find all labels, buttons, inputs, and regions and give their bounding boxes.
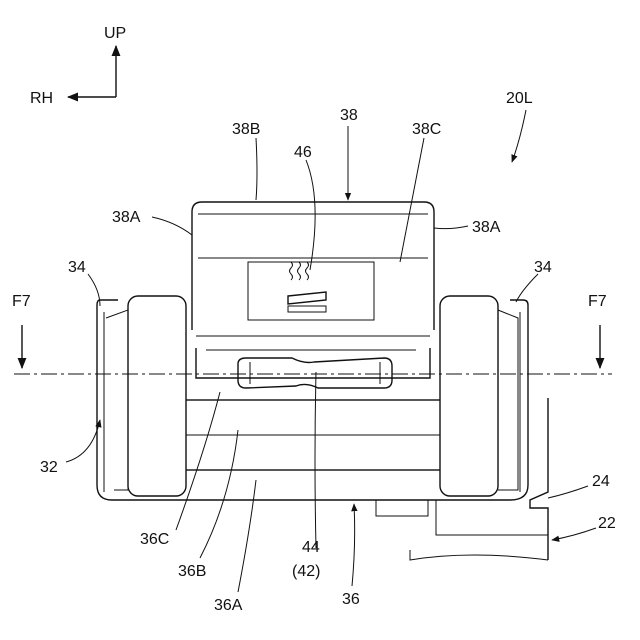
label-44: 44 [302,539,320,556]
up-label: UP [104,25,126,42]
floor-line [410,550,548,560]
section-mark-left: F7 [12,293,31,310]
right-wheel-side [498,310,518,490]
lower-block [376,500,428,516]
rh-label: RH [30,90,53,107]
left-wheel-group [106,296,186,496]
label-36: 36 [342,591,360,608]
lower-bracket [436,500,548,535]
label-38C: 38C [412,121,441,138]
section-mark-right: F7 [588,293,607,310]
left-wheel-side [106,310,128,490]
label-34-left: 34 [68,259,86,276]
label-32: 32 [40,459,58,476]
label-38A-right: 38A [472,219,501,236]
assembly-ref-arrow [512,110,526,162]
orientation-indicator: UP RH [30,25,126,107]
label-46: 46 [294,144,312,161]
assembly-ref-label: 20L [506,90,533,107]
label-38A-left: 38A [112,209,141,226]
label-38B: 38B [232,121,260,138]
label-36A: 36A [214,597,243,614]
label-36C: 36C [140,531,169,548]
label-22: 22 [598,515,616,532]
label-42: (42) [292,563,320,580]
support-bracket [530,398,548,560]
left-wheel [128,296,186,496]
right-wheel [440,296,498,496]
sensor-element [238,358,392,388]
label-36B: 36B [178,563,206,580]
label-38: 38 [340,107,358,124]
upper-panel [192,202,434,330]
label-24: 24 [592,473,610,490]
label-34-right: 34 [534,259,552,276]
right-wheel-group [440,296,518,496]
reference-labels: 38 38B 38C 46 38A 38A 34 34 32 24 22 36C… [40,107,616,614]
